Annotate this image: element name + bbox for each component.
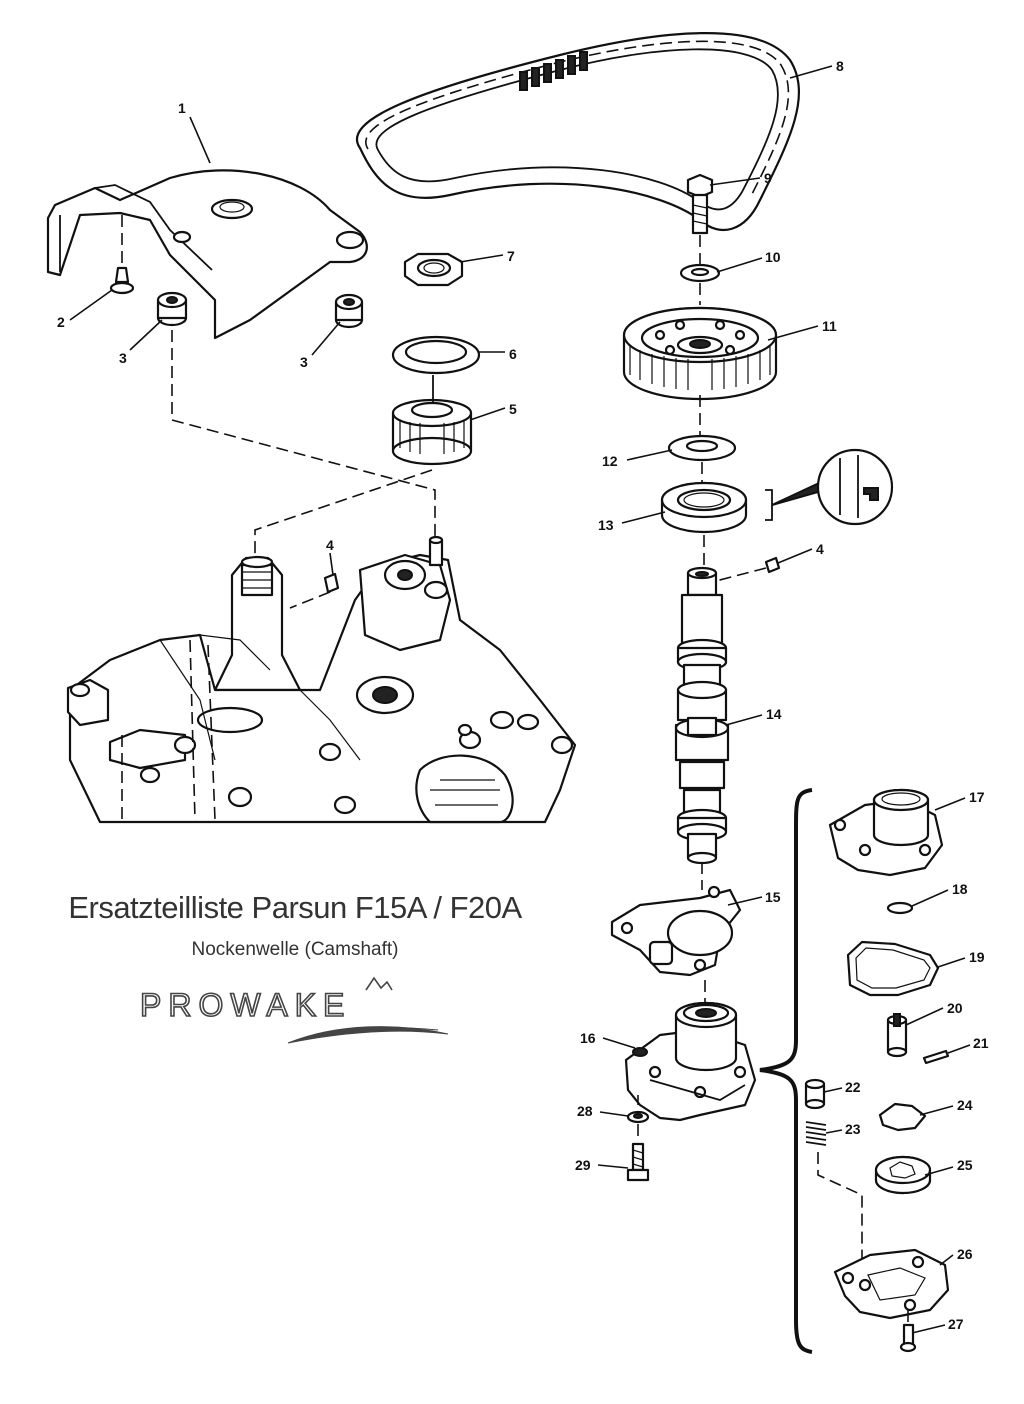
callout-19: 19 (969, 949, 985, 965)
callout-2: 2 (57, 314, 65, 330)
assembly-line-cover (171, 330, 436, 540)
part-13-oil-seal (660, 481, 748, 565)
part-28-washer (626, 1110, 650, 1142)
brand-wordmark: PROWAKE (140, 987, 351, 1023)
part-3-grommet-right (334, 293, 364, 329)
callout-18: 18 (952, 881, 968, 897)
part-2-clip-pin (109, 215, 135, 295)
callout-3-right: 3 (300, 354, 308, 370)
callout-3-left: 3 (119, 350, 127, 366)
callout-11: 11 (822, 318, 837, 334)
callout-28: 28 (577, 1103, 593, 1119)
page-title: Ersatzteilliste Parsun F15A / F20A (68, 890, 522, 925)
part-8-timing-belt (355, 32, 800, 232)
belt-teeth (519, 51, 588, 91)
part-14-camshaft (674, 566, 730, 890)
part-23-spring (805, 1121, 863, 1260)
part-4-key-right (711, 556, 781, 583)
callout-1: 1 (178, 100, 186, 116)
part-25-outer-rotor (874, 1155, 932, 1195)
part-6-washer (391, 335, 481, 375)
wave-swoosh-icon (287, 1026, 449, 1044)
callout-15: 15 (765, 889, 781, 905)
part-11-cam-sprocket (622, 306, 778, 435)
callout-6: 6 (509, 346, 517, 362)
part-5-crank-pulley (391, 375, 473, 466)
part-9-bolt (686, 173, 714, 265)
callout-9: 9 (764, 170, 772, 186)
part-12-washer (667, 434, 737, 482)
callout-20: 20 (947, 1000, 963, 1016)
seal-detail-zoom (765, 448, 894, 526)
part-24-inner-rotor (878, 1102, 927, 1132)
callout-5: 5 (509, 401, 517, 417)
leader-lines (69, 65, 971, 1334)
part-3-grommet-left (156, 291, 188, 327)
part-7-nut (403, 252, 464, 287)
part-19-pump-gasket (846, 940, 940, 997)
part-29-bolt (626, 1142, 650, 1182)
callout-14: 14 (766, 706, 782, 722)
wave-swoosh-icon-2 (312, 1027, 439, 1037)
callout-12: 12 (602, 453, 618, 469)
callout-labels: 1 2 3 3 4 4 5 6 7 8 9 10 11 12 13 14 15 … (57, 58, 989, 1332)
part-15-gasket (610, 885, 742, 1008)
callout-29: 29 (575, 1157, 591, 1173)
part-1-belt-cover (46, 169, 368, 340)
assembly-line-pulley (254, 469, 433, 555)
engine-block (66, 535, 577, 824)
callout-23: 23 (845, 1121, 861, 1137)
brand-logo: PROWAKE (139, 976, 449, 1044)
part-17-pump-cover (828, 788, 944, 877)
callout-4-left: 4 (326, 537, 334, 553)
callout-26: 26 (957, 1246, 973, 1262)
callout-22: 22 (845, 1079, 861, 1095)
callout-7: 7 (507, 248, 515, 264)
exploded-detail-brace (759, 788, 813, 1354)
callout-27: 27 (948, 1316, 964, 1332)
part-10-washer (679, 263, 721, 305)
callout-13: 13 (598, 517, 614, 533)
callout-17: 17 (969, 789, 985, 805)
part-4-key-left (289, 572, 340, 609)
part-26-pump-plate (833, 1248, 950, 1325)
callout-4-right: 4 (816, 541, 824, 557)
callout-25: 25 (957, 1157, 973, 1173)
callout-10: 10 (765, 249, 781, 265)
wave-logo-icon (365, 976, 393, 991)
callout-24: 24 (957, 1097, 973, 1113)
part-20-pump-shaft (886, 1013, 908, 1058)
part-21-pin (922, 1049, 950, 1065)
callout-16: 16 (580, 1030, 596, 1046)
callout-8: 8 (836, 58, 844, 74)
part-18-o-ring (886, 901, 914, 915)
page-subtitle: Nockenwelle (Camshaft) (191, 939, 399, 960)
callout-21: 21 (973, 1035, 989, 1051)
part-16-oil-pump-body (624, 1001, 757, 1122)
part-27-screw (899, 1323, 917, 1353)
part-22-sleeve (804, 1078, 826, 1110)
